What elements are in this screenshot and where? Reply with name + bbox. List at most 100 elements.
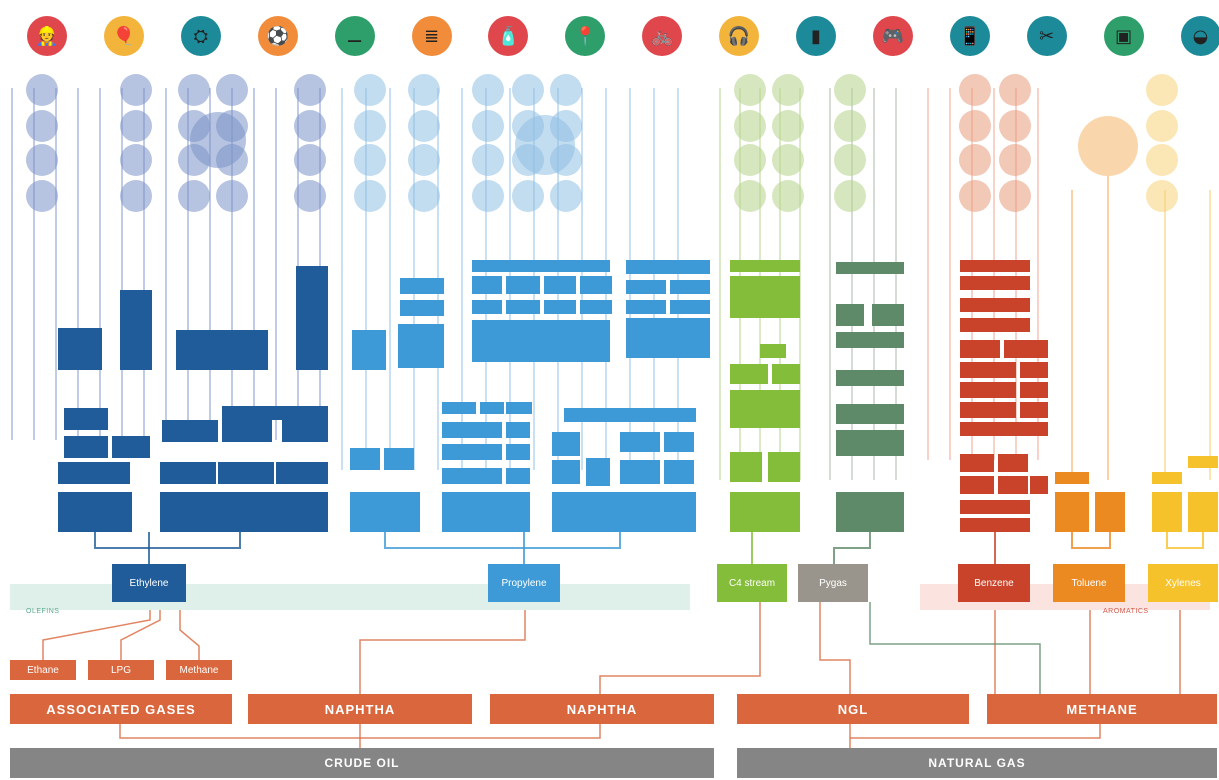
product-circle bbox=[772, 180, 804, 212]
process-box bbox=[836, 492, 904, 532]
process-box bbox=[960, 500, 1030, 514]
connector-line bbox=[850, 724, 1101, 739]
product-circle bbox=[515, 115, 575, 175]
pin-icon: 📍 bbox=[565, 16, 606, 56]
process-box bbox=[670, 300, 710, 314]
olefins-label: OLEFINS bbox=[26, 608, 60, 615]
process-box bbox=[664, 460, 694, 484]
process-box bbox=[480, 402, 504, 414]
process-box bbox=[1152, 472, 1182, 484]
process-box bbox=[442, 422, 502, 438]
process-box bbox=[400, 300, 444, 316]
process-box bbox=[472, 276, 502, 294]
process-box bbox=[730, 452, 762, 482]
process-box bbox=[398, 324, 444, 368]
spray-icon: ▮ bbox=[796, 16, 836, 56]
process-box bbox=[620, 460, 660, 484]
process-box bbox=[58, 328, 102, 370]
process-box bbox=[276, 462, 328, 484]
process-box bbox=[872, 304, 904, 326]
process-box bbox=[1055, 472, 1089, 484]
process-box bbox=[506, 276, 540, 294]
source-ngl: NGL bbox=[737, 694, 969, 724]
product-circle bbox=[734, 144, 766, 176]
hub-xylenes: Xylenes bbox=[1148, 564, 1218, 602]
process-box bbox=[836, 332, 904, 348]
process-box bbox=[836, 370, 904, 386]
product-circle bbox=[294, 74, 326, 106]
product-circle bbox=[772, 144, 804, 176]
base-crude-oil: CRUDE OIL bbox=[10, 748, 714, 778]
product-circle bbox=[834, 180, 866, 212]
process-box bbox=[760, 344, 786, 358]
process-box bbox=[768, 452, 800, 482]
product-circle bbox=[26, 144, 58, 176]
product-circle bbox=[1146, 180, 1178, 212]
product-circle bbox=[512, 180, 544, 212]
headphones-icon: 🎧 bbox=[719, 16, 760, 56]
bicycle-icon: 🚲 bbox=[642, 16, 683, 56]
process-box bbox=[1095, 492, 1125, 532]
connector-line bbox=[384, 532, 621, 549]
process-box bbox=[506, 444, 530, 460]
product-circle bbox=[472, 74, 504, 106]
process-box bbox=[960, 276, 1030, 290]
process-box bbox=[960, 402, 1016, 418]
balloons-icon: 🎈 bbox=[103, 16, 144, 56]
process-box bbox=[1055, 492, 1089, 532]
connector-line bbox=[1166, 532, 1204, 549]
process-box bbox=[506, 468, 530, 484]
product-circle bbox=[959, 74, 991, 106]
process-box bbox=[58, 462, 130, 484]
product-circle bbox=[1146, 110, 1178, 142]
gamepad-icon: 🎮 bbox=[872, 16, 913, 56]
process-box bbox=[442, 468, 502, 484]
bottle-icon: 🧴 bbox=[488, 16, 529, 56]
process-box bbox=[1004, 340, 1030, 358]
product-circle bbox=[190, 112, 246, 168]
process-boxes bbox=[58, 260, 1218, 532]
product-circle bbox=[120, 144, 152, 176]
product-circle bbox=[354, 180, 386, 212]
product-circle bbox=[408, 74, 440, 106]
product-circle bbox=[178, 74, 210, 106]
phone-icon: 📱 bbox=[949, 16, 990, 56]
process-box bbox=[586, 458, 610, 486]
product-circle bbox=[354, 74, 386, 106]
sub-source-lpg: LPG bbox=[88, 660, 154, 680]
product-circle bbox=[550, 74, 582, 106]
process-box bbox=[352, 330, 386, 370]
connector-line bbox=[359, 602, 526, 694]
product-circle bbox=[216, 74, 248, 106]
product-circle bbox=[294, 180, 326, 212]
process-box bbox=[730, 390, 800, 428]
product-circle bbox=[120, 74, 152, 106]
product-circles bbox=[26, 74, 1178, 212]
sub-source-methane: Methane bbox=[166, 660, 232, 680]
process-box bbox=[64, 436, 108, 458]
connector-line bbox=[42, 602, 151, 660]
product-circle bbox=[772, 74, 804, 106]
process-box bbox=[112, 436, 150, 458]
process-box bbox=[1188, 456, 1218, 468]
hub-toluene: Toluene bbox=[1053, 564, 1125, 602]
process-box bbox=[998, 476, 1028, 494]
stack-icon: ≣ bbox=[411, 16, 452, 56]
process-box bbox=[282, 420, 328, 442]
product-circle bbox=[408, 110, 440, 142]
product-circle bbox=[999, 180, 1031, 212]
product-circle bbox=[216, 180, 248, 212]
cable-icon: ⚊ bbox=[334, 16, 375, 56]
hub-pygas: Pygas bbox=[798, 564, 868, 602]
process-box bbox=[960, 382, 1016, 398]
process-box bbox=[730, 492, 800, 532]
process-box bbox=[836, 430, 904, 456]
process-box bbox=[960, 298, 1030, 312]
process-box bbox=[626, 300, 666, 314]
ball-icon: ⚽ bbox=[257, 16, 298, 56]
hub-propylene: Propylene bbox=[488, 564, 560, 602]
aromatics-label: AROMATICS bbox=[1103, 608, 1149, 615]
product-circle bbox=[408, 180, 440, 212]
process-box bbox=[580, 300, 612, 314]
process-box bbox=[58, 492, 132, 532]
